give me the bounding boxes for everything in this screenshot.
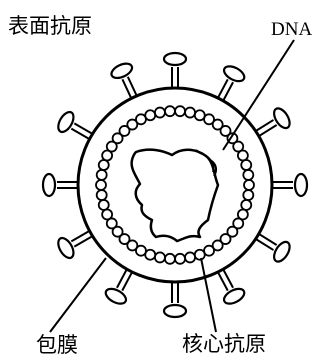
- core-antigen-bead: [242, 189, 255, 201]
- core-antigen-bead: [154, 106, 166, 119]
- core-antigen-bead: [232, 217, 245, 230]
- surface-antigen-spike: [253, 231, 291, 263]
- core-antigen-bead: [226, 225, 239, 238]
- core-antigen-bead: [97, 199, 110, 211]
- core-antigen-bead: [111, 132, 124, 145]
- core-antigen-bead: [184, 106, 196, 119]
- core-antigen-bead: [203, 113, 215, 126]
- surface-antigen-spike: [57, 229, 95, 260]
- core-antigen-bead: [240, 159, 253, 171]
- surface-antigen-spike: [216, 65, 246, 103]
- label-envelope: 包膜: [36, 333, 78, 357]
- core-antigen-bead: [97, 159, 110, 171]
- core-antigen-bead: [126, 239, 139, 252]
- surface-antigen-spike: [57, 110, 95, 141]
- surface-antigen-spike: [110, 62, 139, 101]
- core-antigen-bead: [105, 140, 118, 153]
- surface-antigen-spikes: [41, 51, 309, 319]
- surface-antigen-spike: [41, 172, 80, 198]
- dna-twist: [195, 149, 218, 177]
- dna-leader-line: [222, 39, 295, 151]
- core-antigen-bead: [95, 169, 108, 181]
- core-antigen-bead: [174, 252, 186, 265]
- core-antigen-bead: [118, 233, 131, 245]
- envelope-leader-line: [49, 257, 107, 333]
- surface-antigen-spike: [162, 51, 188, 90]
- core-antigen-bead: [164, 105, 176, 118]
- core-antigen-bead: [95, 179, 107, 191]
- label-surface-antigen: 表面抗原: [8, 14, 92, 38]
- surface-antigen-spike: [270, 172, 309, 198]
- core-antigen-bead: [232, 140, 245, 153]
- label-dna: DNA: [271, 19, 313, 40]
- envelope-outer-ring: [76, 86, 274, 284]
- core-antigen-bead: [219, 125, 232, 137]
- core-antigen-bead: [242, 169, 255, 181]
- core-antigen-bead: [211, 239, 224, 252]
- leader-lines: [49, 39, 295, 333]
- core-antigen-bead: [111, 225, 124, 238]
- core-antigen-bead: [243, 179, 255, 191]
- surface-antigen-spike: [253, 107, 291, 139]
- core-antigen-bead: [174, 105, 186, 118]
- core-antigen-bead: [101, 208, 114, 221]
- core-antigen-bead: [184, 251, 196, 264]
- core-antigen-bead: [211, 118, 224, 131]
- core-antigen-bead: [105, 217, 118, 230]
- core-antigen-bead: [126, 118, 139, 131]
- core-antigen-beads: [95, 105, 255, 265]
- core-antigen-bead: [164, 252, 176, 265]
- core-antigen-bead: [144, 109, 157, 122]
- label-core-antigen: 核心抗原: [182, 332, 266, 356]
- core-antigen-leader-line: [200, 257, 217, 333]
- surface-antigen-spike: [216, 267, 246, 305]
- core-antigen-bead: [118, 125, 131, 137]
- core-antigen-bead: [193, 248, 206, 261]
- core-antigen-bead: [154, 251, 166, 264]
- core-antigen-bead: [240, 199, 253, 211]
- core-antigen-bead: [135, 244, 147, 257]
- core-antigen-bead: [95, 189, 108, 201]
- core-antigen-bead: [101, 149, 114, 162]
- core-antigen-bead: [219, 233, 232, 245]
- surface-antigen-spike: [104, 267, 134, 305]
- surface-antigen-spike: [162, 280, 188, 319]
- core-antigen-bead: [236, 208, 249, 221]
- core-antigen-bead: [236, 149, 249, 162]
